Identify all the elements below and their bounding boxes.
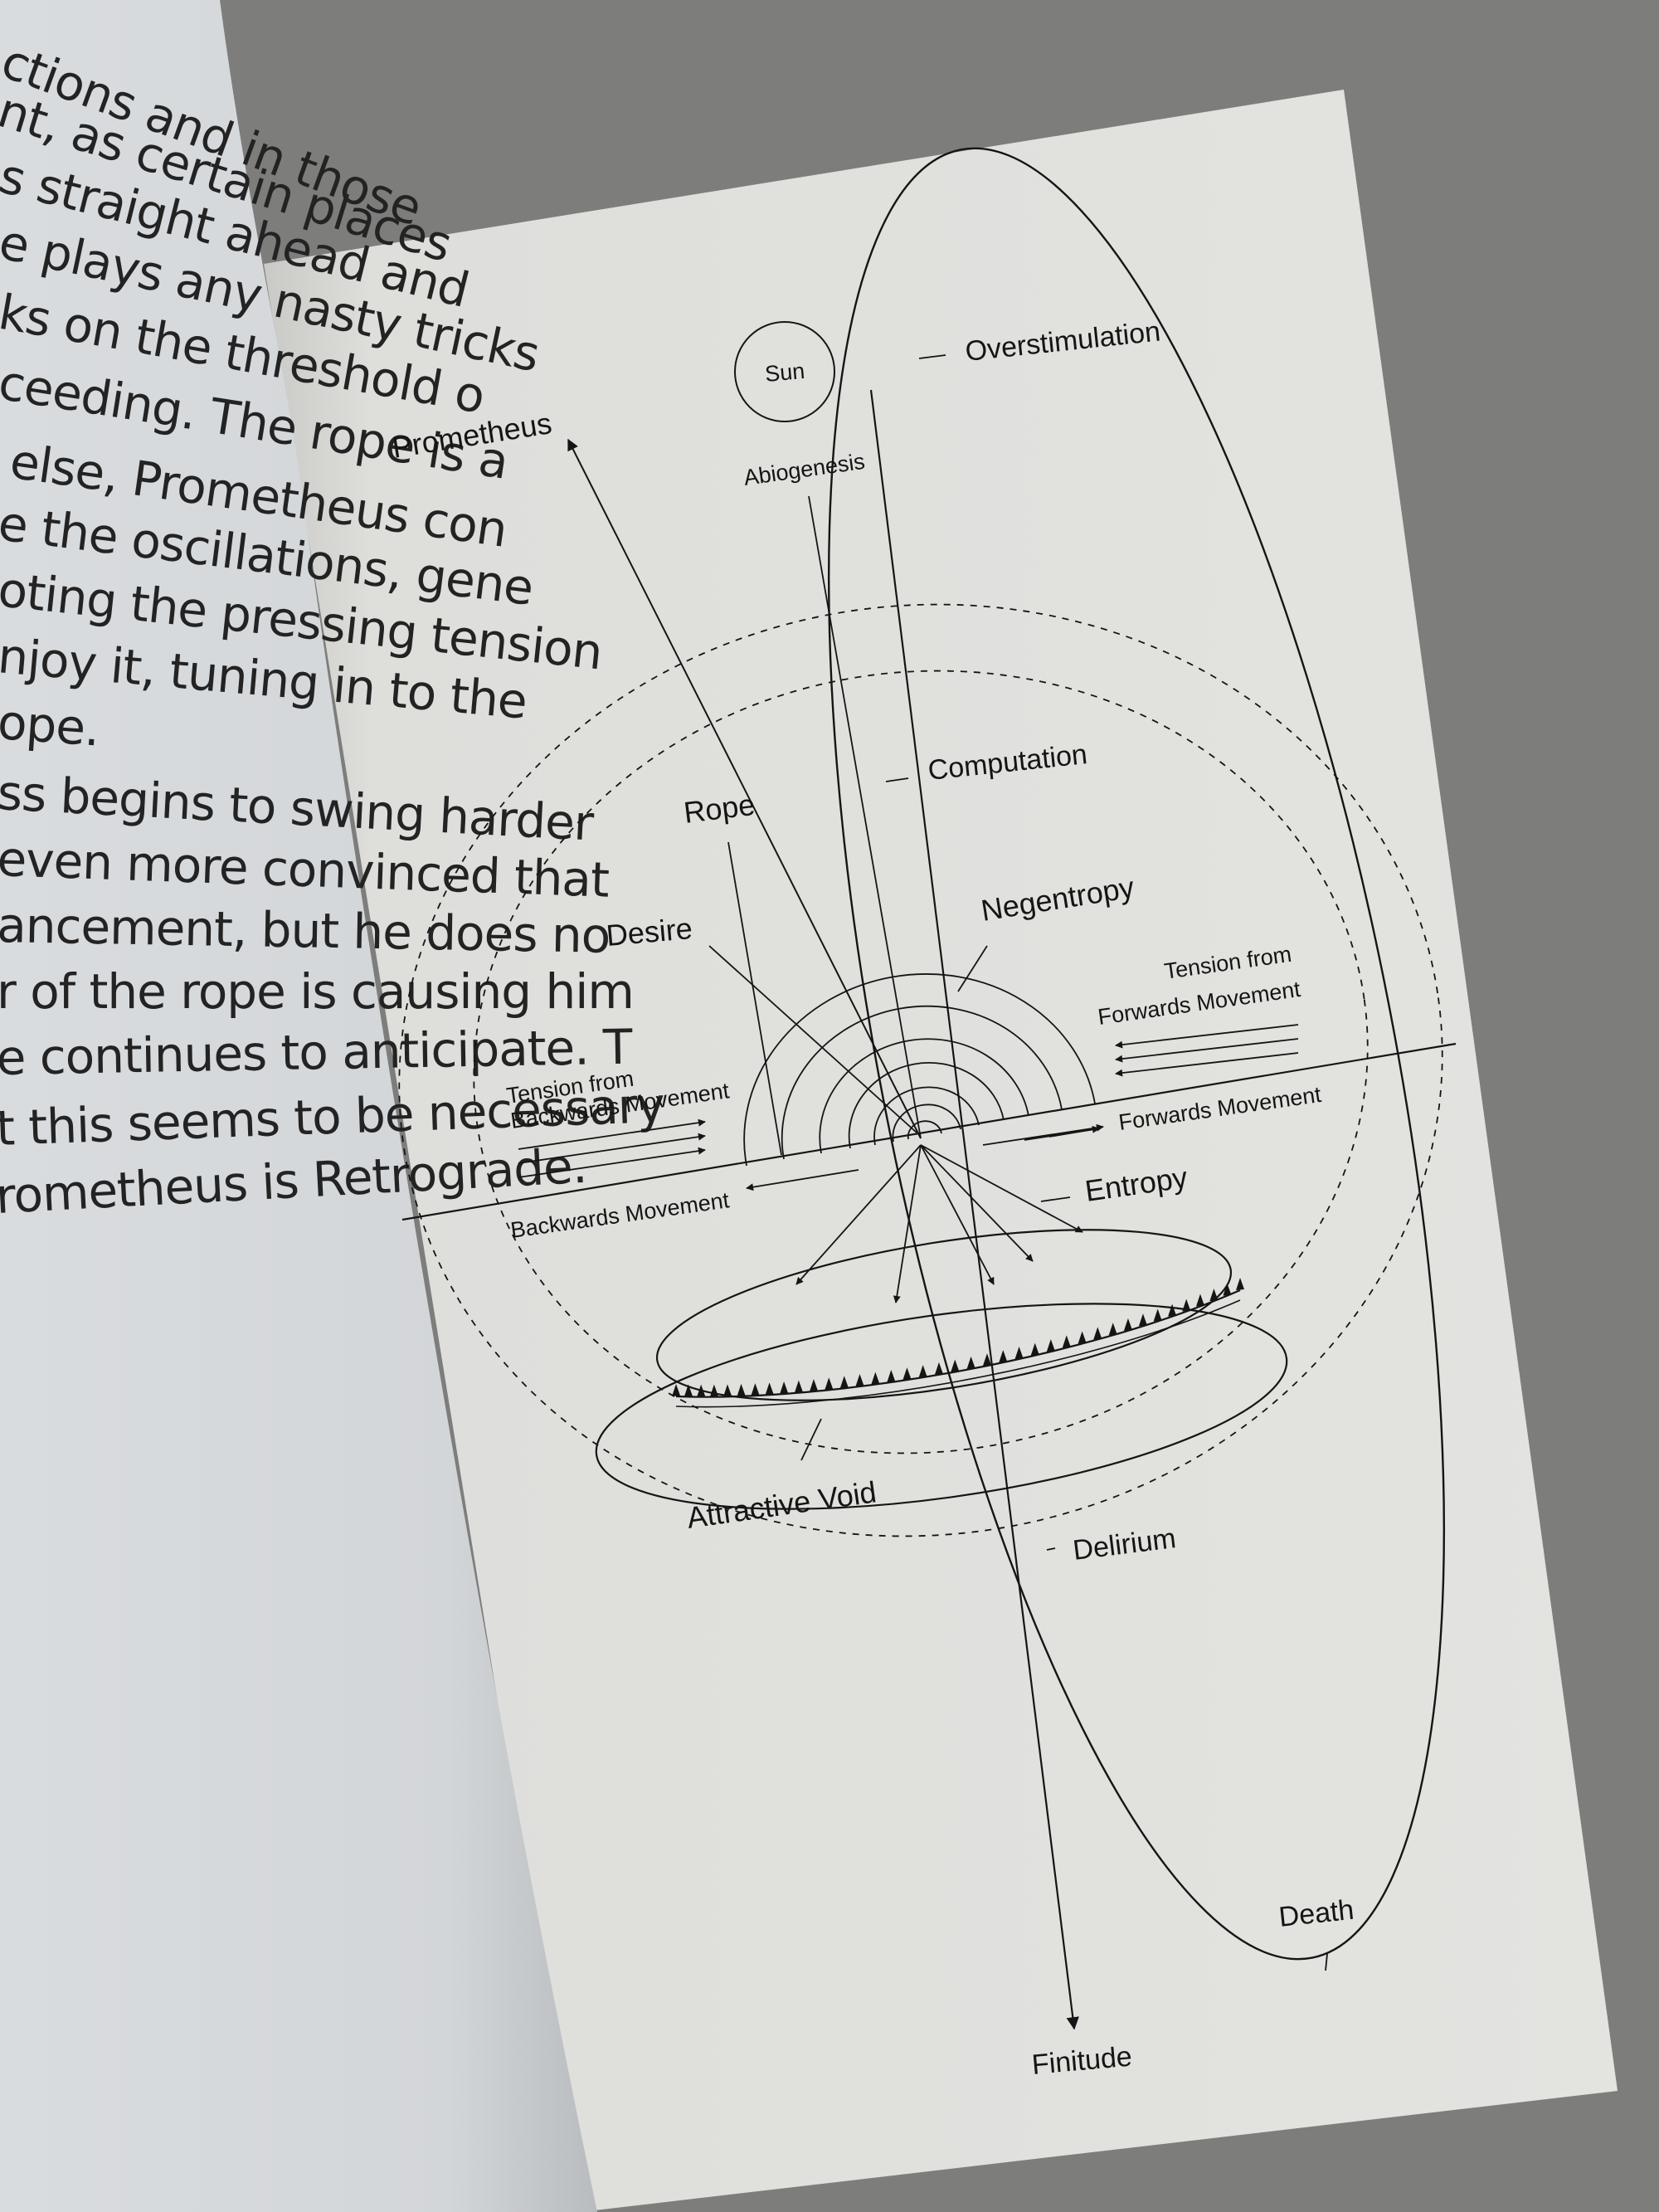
desire-pointer — [708, 945, 917, 1133]
void-band-edge-2 — [675, 1299, 1241, 1408]
finitude-axis — [869, 389, 1079, 2030]
void-arrow-tooth — [1062, 1335, 1071, 1348]
text-line: ancement, but he does no — [0, 897, 611, 964]
void-arrow-tooth — [902, 1367, 912, 1381]
overstimulation-tick — [918, 354, 946, 359]
diagram — [398, 147, 1457, 2030]
void-arrow-tooth — [1182, 1298, 1191, 1312]
void-arrow-tooth — [918, 1365, 927, 1378]
abiogenesis-line — [808, 495, 922, 1139]
rope-pointer — [727, 841, 782, 1156]
text-line: r of the rope is causing him — [0, 963, 634, 1020]
void-arrow-tooth — [1078, 1331, 1087, 1344]
void-arrow-tooth — [887, 1369, 896, 1382]
void-arrow-tooth — [709, 1384, 718, 1397]
void-arrow-tooth — [1123, 1318, 1132, 1331]
void-arrow-tooth — [1138, 1313, 1147, 1327]
outer-dashed-circle — [398, 603, 1443, 1537]
left-page — [0, 0, 597, 2212]
void-arrow-tooth — [839, 1376, 849, 1389]
void-arrow-tooth — [765, 1382, 774, 1396]
void-arrow-tooth — [1168, 1303, 1177, 1317]
horizon-line — [401, 1042, 1457, 1221]
attractive-void-ring — [655, 1229, 1233, 1401]
negentropy-pointer — [957, 945, 988, 992]
attractive-void-pointer — [800, 1418, 822, 1461]
backwards-movement-arrow — [746, 1169, 859, 1191]
void-arrow-tooth — [794, 1380, 803, 1393]
void-arrow-tooth — [966, 1356, 975, 1369]
death-label: Death — [1277, 1894, 1355, 1933]
void-arrow-tooth — [1030, 1342, 1039, 1356]
void-arrow-teeth — [672, 1278, 1244, 1397]
prometheus-arrow — [567, 438, 922, 1139]
text-line: ope. — [0, 694, 101, 757]
void-arrow-tooth — [934, 1362, 943, 1375]
void-band-edge — [675, 1289, 1241, 1398]
void-arrow-tooth — [1108, 1323, 1117, 1336]
forwards-movement-arrow-a — [982, 1123, 1104, 1146]
void-arrow-tooth — [1014, 1346, 1024, 1359]
death-tick — [1325, 1953, 1328, 1971]
void-arrow-tooth — [999, 1350, 1008, 1363]
void-arrow-tooth — [1153, 1308, 1162, 1322]
void-arrow-tooth — [951, 1359, 960, 1372]
void-arrow-tooth — [1209, 1289, 1219, 1302]
delirium-ring — [595, 1303, 1288, 1510]
text-line: e continues to anticipate. T — [0, 1019, 634, 1086]
void-arrow-tooth — [722, 1384, 732, 1397]
void-arrow-tooth — [780, 1381, 789, 1395]
void-arrow-tooth — [982, 1353, 991, 1367]
sun-circle — [734, 321, 835, 422]
void-arrow-tooth — [809, 1379, 818, 1392]
void-arrow-tooth — [1236, 1278, 1244, 1290]
inner-dashed-circle — [473, 670, 1369, 1454]
tension-backwards-arrows — [518, 1118, 706, 1178]
desire-label: Desire — [605, 911, 693, 953]
delirium-tick — [1046, 1547, 1056, 1551]
entropy-rays — [795, 1144, 1083, 1303]
tension-forwards-arrows — [1115, 1024, 1299, 1077]
void-arrow-tooth — [672, 1384, 680, 1396]
right-page — [264, 90, 1618, 2212]
sun-label: Sun — [764, 358, 805, 387]
computation-tick — [885, 777, 909, 782]
entropy-tick — [1040, 1196, 1071, 1202]
void-arrow-tooth — [871, 1372, 880, 1385]
void-arrow-tooth — [1195, 1294, 1204, 1307]
void-arrow-tooth — [684, 1384, 693, 1397]
void-arrow-tooth — [737, 1383, 746, 1396]
void-arrow-tooth — [1223, 1283, 1232, 1296]
void-arrow-tooth — [855, 1374, 864, 1387]
forwards-movement-arrow — [1048, 1125, 1100, 1138]
void-arrow-tooth — [1046, 1339, 1055, 1352]
negentropy-arcs — [743, 973, 1096, 1167]
void-arrow-tooth — [825, 1377, 834, 1391]
void-arrow-tooth — [1093, 1327, 1102, 1340]
void-arrow-tooth — [697, 1384, 706, 1397]
void-arrow-tooth — [751, 1383, 760, 1396]
